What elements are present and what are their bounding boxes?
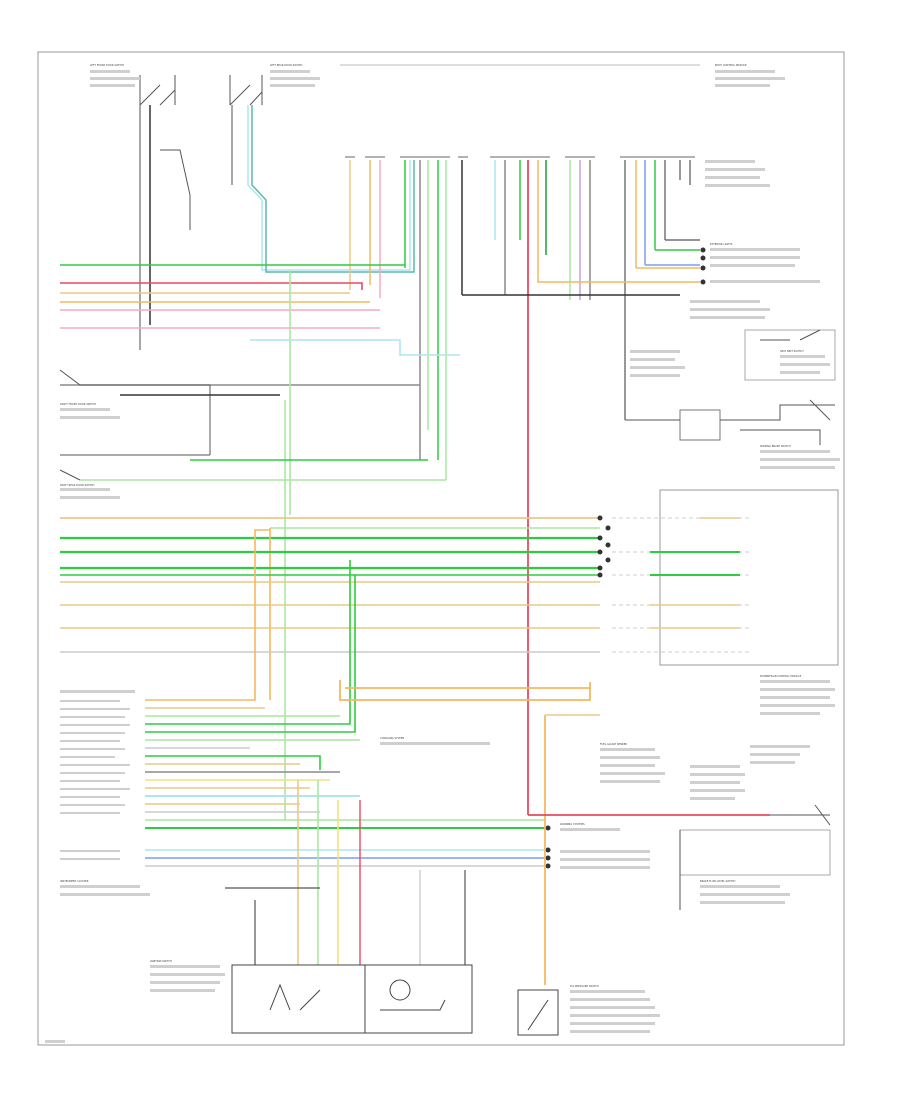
label-lr-door-switch: LEFT REAR DOOR SWITCH: [270, 63, 303, 67]
left-front-door-switch: [139, 75, 176, 106]
instrument-cluster-harness: [145, 529, 551, 869]
pcm-connector-dots: [597, 515, 611, 578]
seat-belt-switch: [744, 329, 836, 381]
left-harness: [60, 264, 460, 820]
bcm-pins-group-3: [569, 160, 591, 300]
ignition-feed-relay: [625, 399, 835, 445]
bottom-verticals: [225, 780, 466, 965]
bcm-pins-group-1: [349, 160, 447, 480]
label-oil-pressure-switch: OIL PRESSURE SWITCH: [570, 984, 599, 988]
wire-ground-left: [160, 149, 191, 230]
label-brake-fluid-switch: BRAKE FLUID LEVEL SWITCH: [700, 879, 735, 883]
label-fuel-gauge-sender: FUEL GAUGE SENDER: [600, 742, 627, 746]
label-exterior-lights: EXTERIOR LIGHTS: [710, 242, 733, 246]
orange-wires-to-sender: [339, 680, 600, 985]
right-rear-door-switch: [59, 459, 446, 481]
ignition-switch: [231, 964, 473, 1034]
oil-pressure-switch: [517, 989, 559, 1036]
label-ignition-switch: IGNITION SWITCH: [150, 959, 172, 963]
brake-fluid-switch: [679, 804, 831, 910]
diagram-border: [37, 51, 845, 1046]
bcm-pins-group-2: [461, 160, 547, 815]
label-pcm: POWERTRAIN CONTROL MODULE: [760, 674, 802, 678]
wire-lr-door-teal: [251, 105, 415, 273]
label-rr-door-switch: RIGHT REAR DOOR SWITCH: [60, 483, 94, 487]
label-seat-belt-switch: SEAT BELT SWITCH: [780, 349, 804, 353]
pcm-box: [612, 489, 839, 666]
label-instrument-cluster: INSTRUMENT CLUSTER: [60, 879, 89, 883]
bcm-pins-group-4: [624, 160, 691, 420]
left-rear-door-switch: [229, 75, 263, 106]
bcm-right-outputs: [462, 239, 706, 296]
right-front-door-switch: [59, 369, 280, 456]
component-labels: LEFT FRONT DOOR SWITCH LEFT REAR DOOR SW…: [60, 63, 804, 988]
label-warning-systems: WARNING SYSTEMS: [560, 822, 585, 826]
label-bcm: BODY CONTROL MODULE: [715, 63, 747, 67]
label-lf-door-switch: LEFT FRONT DOOR SWITCH: [90, 63, 124, 67]
wire-lr-door-lightblue: [247, 105, 411, 271]
label-parking-brake-switch: PARKING BRAKE SWITCH: [760, 444, 791, 448]
middle-harness: [60, 517, 600, 700]
label-glyph-blocks: [45, 70, 840, 1043]
label-charging-system: CHARGING SYSTEM: [380, 736, 404, 740]
label-rf-door-switch: RIGHT FRONT DOOR SWITCH: [60, 402, 96, 406]
